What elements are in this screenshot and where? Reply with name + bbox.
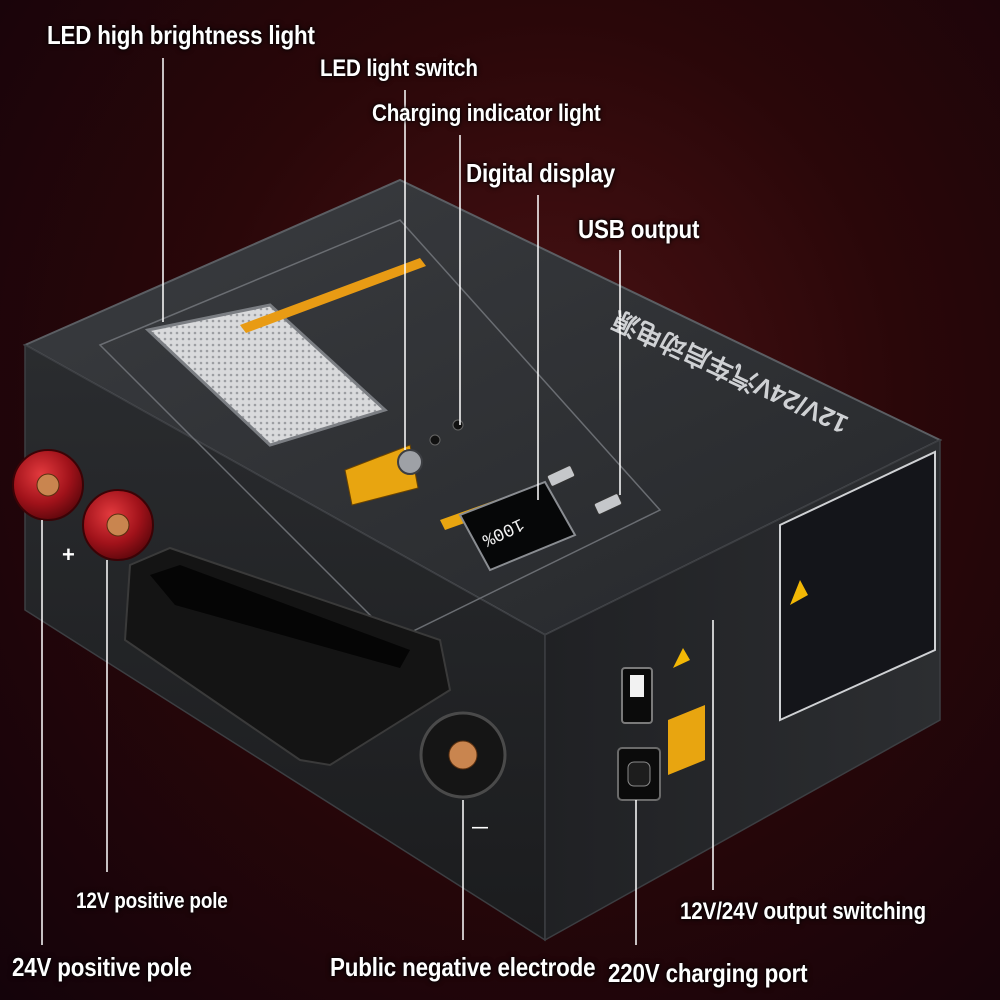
callout-led-switch: LED light switch	[320, 55, 478, 82]
digital-display	[458, 480, 577, 572]
led-light-panel	[144, 303, 388, 447]
callout-digital-display: Digital display	[466, 158, 616, 188]
callout-charging-indicator: Charging indicator light	[372, 100, 601, 127]
caution-triangle-icon	[673, 648, 690, 668]
usb-port-1[interactable]	[546, 465, 576, 487]
warning-triangle-icon	[790, 580, 808, 605]
mode-indicator	[452, 419, 464, 431]
side-yellow-label	[668, 705, 705, 775]
callout-output-switching: 12V/24V output switching	[680, 898, 926, 925]
port-socket	[627, 761, 651, 787]
terminal-12v-bolt	[106, 513, 130, 537]
led-switch-knob[interactable]	[397, 449, 423, 475]
leader-lines	[41, 58, 714, 945]
callout-24v-positive: 24V positive pole	[12, 952, 192, 982]
callout-12v-positive: 12V positive pole	[76, 888, 228, 913]
spec-sticker	[240, 258, 426, 333]
callout-public-negative: Public negative electrode	[330, 952, 596, 982]
callout-charging-port: 220V charging port	[608, 958, 808, 988]
handle-inner	[150, 565, 410, 668]
terminal-24v-bolt	[36, 473, 60, 497]
switch-rocker	[630, 675, 644, 697]
warning-panel	[779, 450, 936, 722]
plus-sign: +	[62, 542, 75, 567]
callout-usb-output: USB output	[578, 214, 700, 244]
usb-port-2[interactable]	[593, 493, 623, 515]
charging-indicator	[429, 434, 441, 446]
terminal-negative-bolt	[448, 740, 478, 770]
minus-sign: —	[472, 819, 488, 836]
control-panel-outline	[98, 219, 662, 641]
callout-led-light: LED high brightness light	[47, 20, 315, 50]
